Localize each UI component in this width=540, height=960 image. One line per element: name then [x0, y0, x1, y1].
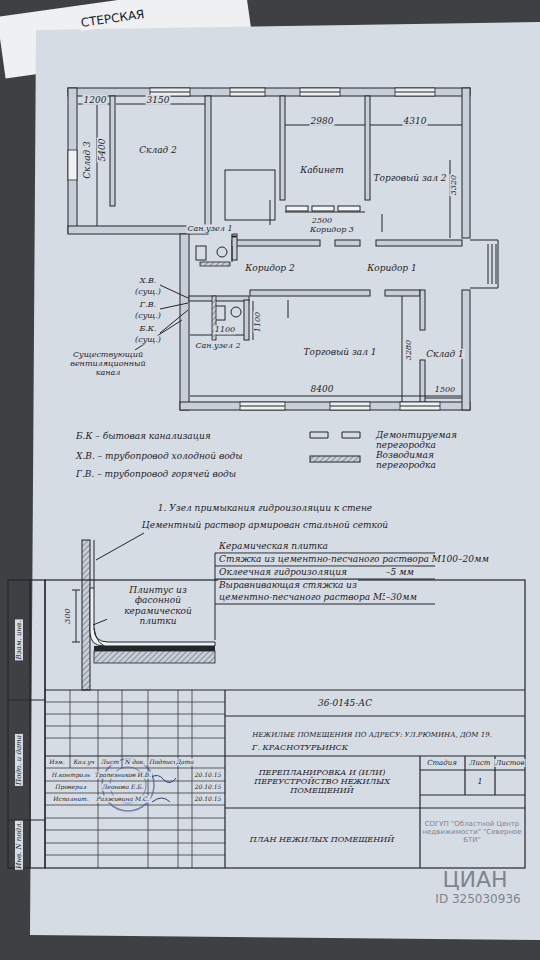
drawing-label: –5 мм: [385, 567, 415, 577]
drawing-label: Х.В.: [139, 276, 158, 285]
drawing-label: Цементный раствор армирован стальной сет…: [141, 520, 389, 530]
drawing-label: цементно-песчаного раствора М50: [218, 592, 395, 602]
drawing-label: Подп. и дата: [15, 734, 23, 786]
drawing-label: Коридор 3: [309, 225, 355, 234]
drawing-label: ID 325030936: [434, 893, 521, 907]
drawing-label: 300: [63, 607, 72, 624]
drawing-label: 5400: [97, 138, 107, 163]
drawing-label: Леонова Е.Б.: [101, 784, 144, 791]
drawing-label: 3150: [146, 95, 171, 105]
drawing-label: Взам. инв.: [15, 620, 23, 661]
drawing-label: Подпись: [148, 759, 177, 766]
drawing-label: Листов: [494, 759, 525, 767]
drawing-label: 1. Узел примыкания гидроизоляции к стене: [157, 503, 373, 513]
drawing-label: Стяжка из цементно-песчаного раствора М1…: [218, 554, 490, 564]
drawing-label: 3280: [404, 339, 413, 361]
drawing-label: (сущ.): [134, 335, 162, 344]
drawing-label: Лист: [469, 759, 492, 767]
legend-text: Б.К – бытовая канализация: [75, 431, 212, 441]
drawing-label: Склад 1: [425, 349, 465, 359]
drawing-label: Склад 2: [138, 145, 178, 155]
drawing-label: Трапезников И.В.: [94, 772, 152, 779]
legend-text: Возводимая перегородка: [375, 450, 472, 471]
drawing-label: Склад 3: [82, 140, 92, 180]
drawing-label: ЦИАН: [441, 867, 508, 892]
drawing-label: 1500: [434, 385, 456, 394]
drawing-label: Кабинет: [299, 165, 344, 175]
drawing-label: 2980: [310, 116, 335, 126]
legend-text: Х.В. – трубопровод холодной воды: [75, 451, 244, 461]
drawing-label: 1: [476, 777, 483, 786]
drawing-label: Оклеечная гидроизоляция: [218, 567, 348, 577]
drawing-label: Торговый зал 2: [373, 173, 448, 183]
drawing-label: N док.: [124, 759, 146, 766]
drawing-label: Сан.узел 2: [194, 341, 241, 350]
drawing-label: 20.10.15: [194, 784, 223, 791]
drawing-label: Сан.узел 1: [186, 224, 233, 233]
drawing-label: 36-0145-АС: [317, 698, 373, 708]
drawing-label: Керамическая плитка: [218, 541, 329, 551]
drawing-label: Разживина М.С.: [96, 796, 151, 803]
drawing-label: 8400: [310, 384, 335, 394]
drawing-label: Г. КРАСНОТУРЬИНСК: [251, 743, 349, 752]
drawing-label: Н.контроль: [51, 772, 92, 779]
drawing-label: Лист: [100, 759, 120, 766]
drawing-label: Б.К.: [138, 324, 157, 333]
drawing-label: 1100: [214, 325, 236, 334]
drawing-label: (сущ.): [134, 287, 162, 296]
drawing-label: НЕЖИЛЫЕ ПОМЕЩЕНИЯ ПО АДРЕСУ: УЛ.РЮМИНА, …: [251, 731, 493, 739]
drawing-label: Изм.: [48, 759, 65, 766]
drawing-label: Плинтус из фасонной керамической плитки: [107, 585, 209, 626]
drawing-label: –30мм: [385, 592, 418, 602]
drawing-label: 3320: [449, 174, 458, 196]
drawing-label: Г.В.: [139, 300, 157, 309]
drawing-label: Стадия: [426, 759, 458, 767]
drawing-label: 20.10.15: [194, 772, 223, 779]
drawing-label: Торговый зал 1: [303, 347, 378, 357]
drawing-label: Исполнит.: [52, 796, 89, 803]
drawing-label: ПЕРЕПЛАНИРОВКА И (ИЛИ) ПЕРЕУСТРОЙСТВО НЕ…: [231, 768, 413, 796]
legend-text: Демонтируемая перегородка: [375, 430, 472, 451]
legend-text: Г.В. – трубопровод горячей воды: [75, 469, 237, 479]
drawing-label: 4310: [403, 116, 428, 126]
drawing-label: 2500: [311, 216, 333, 225]
drawing-label: 20.10.15: [194, 796, 223, 803]
drawing-label: Выравнивающая стяжка из: [218, 580, 358, 590]
drawing-label: Существующий вентиляционный канал: [57, 350, 159, 378]
drawing-label: Коридор 1: [366, 263, 417, 273]
drawing-label: Инв. N подл.: [15, 820, 23, 869]
drawing-label: Дата: [175, 759, 195, 766]
drawing-label: 1200: [83, 95, 108, 105]
drawing-label: 1100: [253, 311, 262, 333]
drawing-label: Кол.уч: [72, 759, 95, 766]
drawing-label: СОГУП "Областной Центр недвижимости" "Се…: [421, 820, 523, 844]
drawing-label: Коридор 2: [244, 263, 295, 273]
drawing-label: Проверил: [54, 784, 87, 791]
drawing-label: ПЛАН НЕЖИЛЫХ ПОМЕЩЕНИЙ: [249, 835, 395, 844]
drawing-label: (сущ.): [134, 311, 162, 320]
